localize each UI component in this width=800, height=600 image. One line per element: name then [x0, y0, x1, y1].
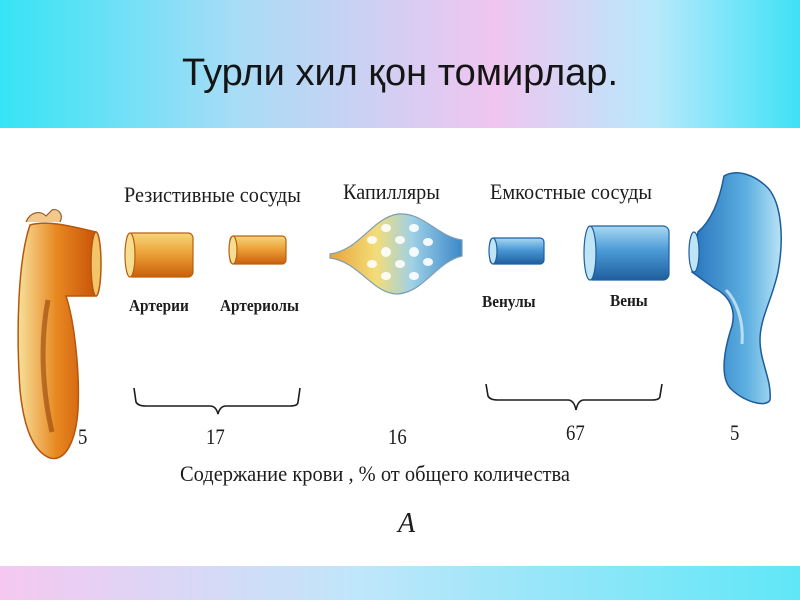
pct-capacitive: 67: [566, 420, 585, 445]
pct-capillaries: 16: [388, 424, 407, 449]
capacitive-brace: [485, 383, 663, 411]
resistive-vessels-label: Резистивные сосуды: [124, 182, 301, 207]
artery-tube: [124, 232, 194, 278]
capillary-network: [329, 213, 463, 295]
right-heart-illustration: [688, 172, 782, 405]
arteries-label: Артерии: [129, 296, 189, 315]
left-heart-illustration: [17, 209, 102, 460]
pct-resistive: 17: [206, 424, 225, 449]
arteriole-tube: [228, 235, 287, 265]
footer-band: [0, 566, 800, 600]
pct-heart-left: 5: [78, 424, 88, 449]
figure-letter: A: [398, 508, 416, 539]
pct-heart-right: 5: [730, 420, 740, 445]
slide-title: Турли хил қон томирлар.: [182, 52, 618, 94]
vein-tube: [583, 225, 670, 281]
veins-label: Вены: [610, 291, 648, 310]
venules-label: Венулы: [482, 292, 536, 311]
header-band: [0, 0, 800, 128]
arterioles-label: Артериолы: [220, 296, 299, 315]
resistive-brace: [133, 387, 301, 415]
capillaries-label: Капилляры: [343, 179, 440, 204]
venule-tube: [488, 237, 545, 265]
blood-content-caption: Содержание крови , % от общего количеств…: [180, 461, 570, 486]
capacitive-vessels-label: Емкостные сосуды: [490, 179, 652, 204]
